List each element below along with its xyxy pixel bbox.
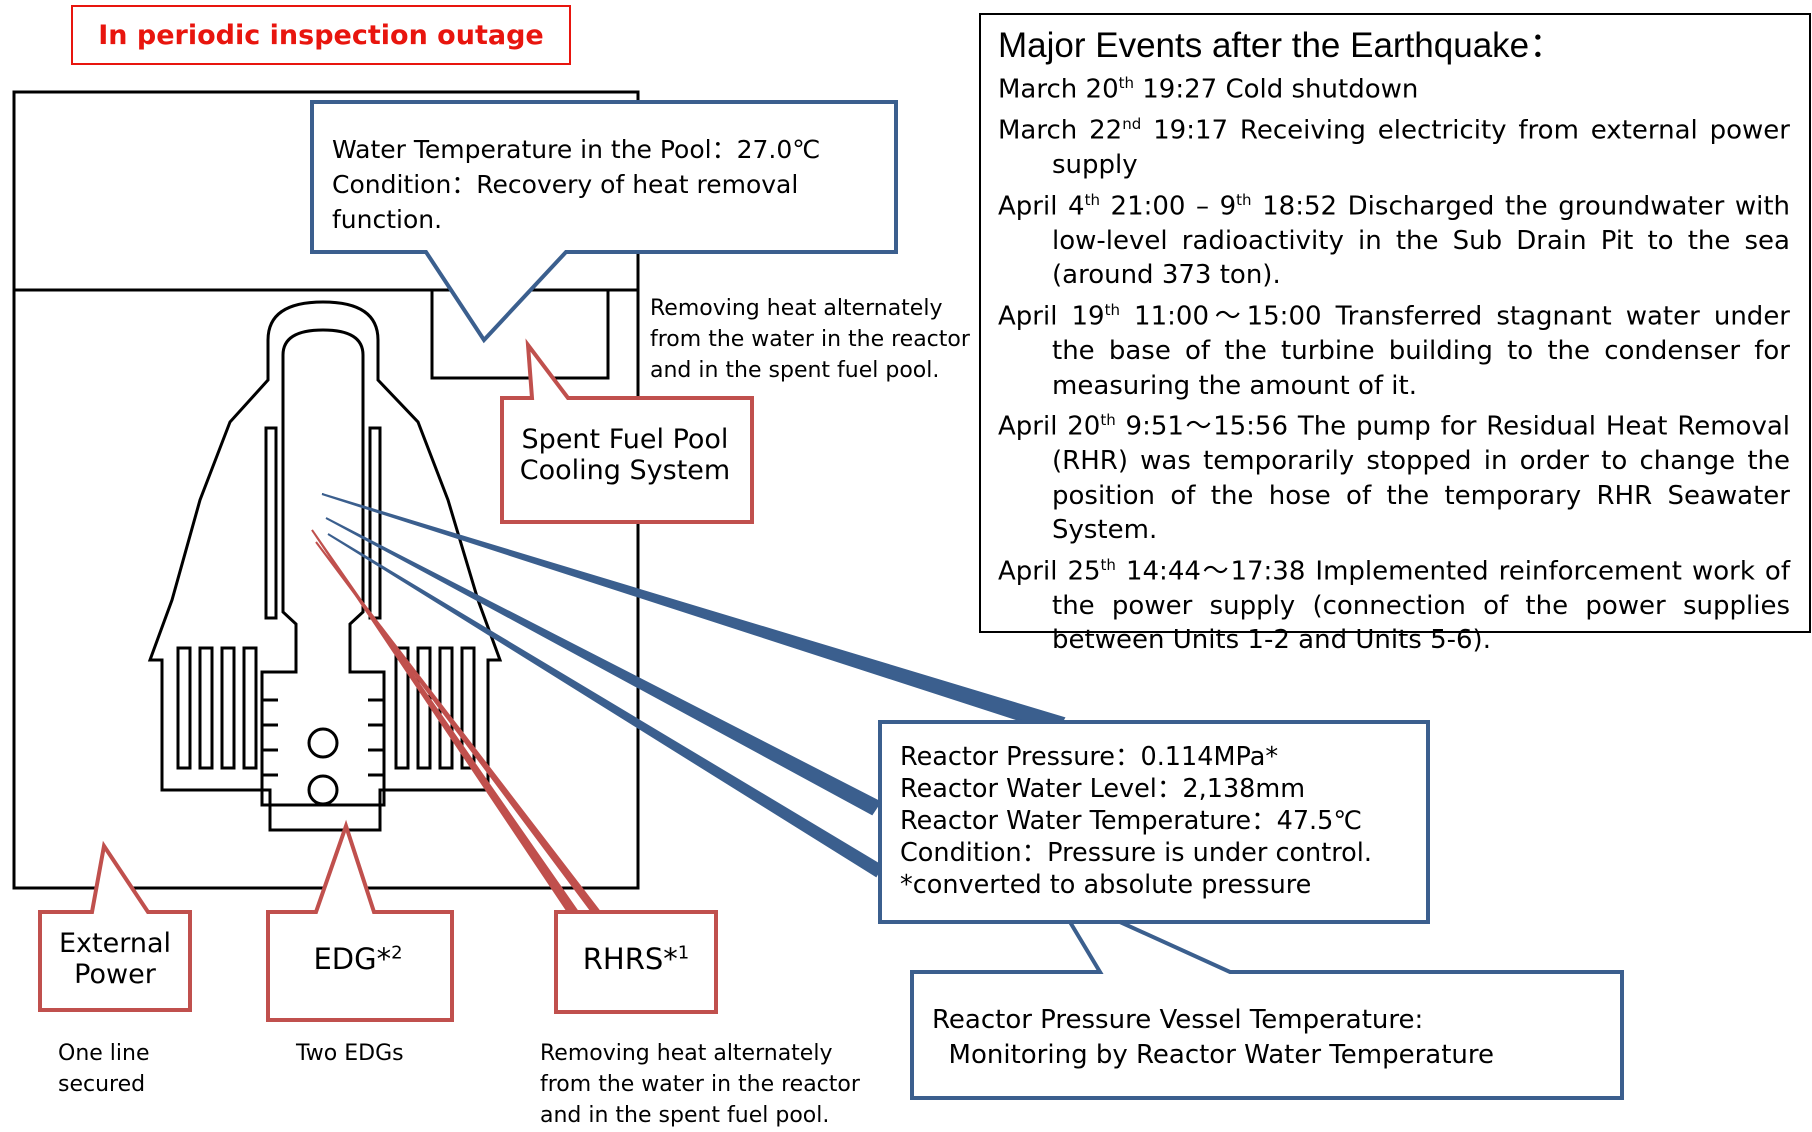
- event-item: April 4th 21:00 – 9th 18:52 Discharged t…: [998, 183, 1790, 293]
- rhrs-footnote-mark: 1: [677, 942, 690, 964]
- rpv-callout: [910, 920, 1624, 1100]
- pool-callout-text: Water Temperature in the Pool：27.0℃ Cond…: [332, 132, 820, 237]
- note-line: from the water in the reactor: [540, 1072, 860, 1097]
- left-column: [264, 426, 278, 620]
- label-line: Cooling System: [519, 455, 731, 486]
- major-events: Major Events after the Earthquake： March…: [998, 26, 1794, 658]
- event-item: April 20th 9:51～15:56 The pump for Resid…: [998, 403, 1790, 548]
- major-events-box: [979, 13, 1811, 633]
- event-text: 19:17 Receiving electricity from externa…: [1052, 115, 1790, 181]
- pool-callout: [310, 100, 898, 344]
- event-date: March 20: [998, 74, 1119, 105]
- event-date-suffix: th: [1100, 555, 1116, 574]
- rpv-callout-text: Reactor Pressure Vessel Temperature: Mon…: [932, 1003, 1494, 1073]
- event-text: 18:52 Discharged the groundwater with lo…: [1052, 191, 1791, 291]
- event-text: 11:00～15:00 Transferred stagnant water u…: [1052, 301, 1791, 401]
- label-line: Spent Fuel Pool: [521, 424, 729, 455]
- external-power-note: One line secured: [58, 1038, 150, 1100]
- event-date: April 25: [998, 556, 1101, 587]
- event-date: April 20: [998, 411, 1101, 442]
- reactor-condition: Condition：Pressure is under control.: [900, 838, 1372, 868]
- rhrs-callout: [554, 910, 718, 1014]
- rhrs-label: RHRS*1: [556, 942, 716, 976]
- status-box: [71, 5, 571, 65]
- note-line: One line: [58, 1041, 150, 1066]
- spent-fuel-pool: [430, 290, 610, 380]
- event-text: 14:44～17:38 Implemented reinforcement wo…: [1052, 556, 1790, 656]
- label-line: External: [58, 928, 172, 959]
- reactor-callout-leads: [321, 493, 1066, 878]
- label-line: Power: [74, 959, 156, 990]
- external-power-callout: [38, 840, 192, 1012]
- rhr-pool-note: Removing heat alternately from the water…: [650, 293, 970, 386]
- event-date: March 22: [998, 115, 1123, 146]
- edg-text: EDG*: [313, 942, 392, 976]
- note-line: and in the spent fuel pool.: [650, 358, 940, 383]
- spent-fuel-pool-callout: [500, 338, 754, 524]
- reactor-callout: [878, 720, 1430, 924]
- recirculation-port-upper: [307, 727, 339, 759]
- event-item: March 20th 19:27 Cold shutdown: [998, 66, 1790, 107]
- reactor-pressure: Reactor Pressure：0.114MPa*: [900, 742, 1279, 772]
- edg-label: EDG*2: [268, 942, 448, 976]
- right-column: [368, 426, 382, 620]
- pool-condition-cont: function.: [332, 205, 443, 234]
- pool-condition: Condition：Recovery of heat removal: [332, 170, 799, 199]
- reactor-water-temperature: Reactor Water Temperature：47.5℃: [900, 806, 1363, 836]
- reactor-callout-text: Reactor Pressure：0.114MPa* Reactor Water…: [900, 741, 1372, 901]
- edg-callout: [266, 819, 454, 1022]
- event-date-suffix: th: [1100, 411, 1116, 430]
- event-date: April 19: [998, 301, 1105, 332]
- recirculation-port-lower: [307, 774, 339, 806]
- pedestal-steps: [262, 698, 384, 777]
- event-text: 19:27 Cold shutdown: [1134, 74, 1419, 105]
- event-date-suffix: nd: [1122, 115, 1142, 134]
- rpv-line: Reactor Pressure Vessel Temperature:: [932, 1005, 1424, 1035]
- event-date-suffix: th: [1236, 190, 1252, 209]
- event-item: March 22nd 19:17 Receiving electricity f…: [998, 107, 1790, 183]
- containment-vessel: [147, 300, 503, 832]
- event-date-suffix: th: [1104, 300, 1120, 319]
- edg-footnote-mark: 2: [391, 942, 403, 964]
- status-label: In periodic inspection outage: [98, 19, 544, 51]
- event-date-suffix: th: [1118, 74, 1134, 92]
- event-text: 9:51～15:56 The pump for Residual Heat Re…: [1052, 411, 1791, 546]
- reactor-pressure-vessel: [260, 328, 386, 807]
- event-text: 21:00 – 9: [1099, 191, 1237, 222]
- edg-note: Two EDGs: [296, 1041, 404, 1066]
- major-events-heading: Major Events after the Earthquake：: [998, 26, 1565, 65]
- note-line: Removing heat alternately: [540, 1041, 833, 1066]
- note-line: from the water in the reactor: [650, 327, 970, 352]
- reactor-footnote: *converted to absolute pressure: [900, 870, 1312, 900]
- event-date: April 4: [998, 191, 1085, 222]
- reactor-water-level: Reactor Water Level：2,138mm: [900, 774, 1306, 804]
- suppression-chamber: [176, 646, 476, 770]
- event-item: April 19th 11:00～15:00 Transferred stagn…: [998, 293, 1790, 403]
- note-line: and in the spent fuel pool.: [540, 1103, 830, 1128]
- spent-fuel-pool-label: Spent Fuel Pool Cooling System: [502, 424, 748, 486]
- note-line: Removing heat alternately: [650, 296, 943, 321]
- pool-temperature: Water Temperature in the Pool：27.0℃: [332, 135, 821, 164]
- event-date-suffix: th: [1084, 190, 1100, 209]
- external-power-label: External Power: [40, 928, 190, 990]
- rhrs-text: RHRS*: [582, 942, 678, 976]
- event-item: April 25th 14:44～17:38 Implemented reinf…: [998, 548, 1790, 658]
- note-line: secured: [58, 1072, 146, 1097]
- rhrs-note: Removing heat alternately from the water…: [540, 1038, 860, 1131]
- rpv-line: Monitoring by Reactor Water Temperature: [932, 1040, 1494, 1070]
